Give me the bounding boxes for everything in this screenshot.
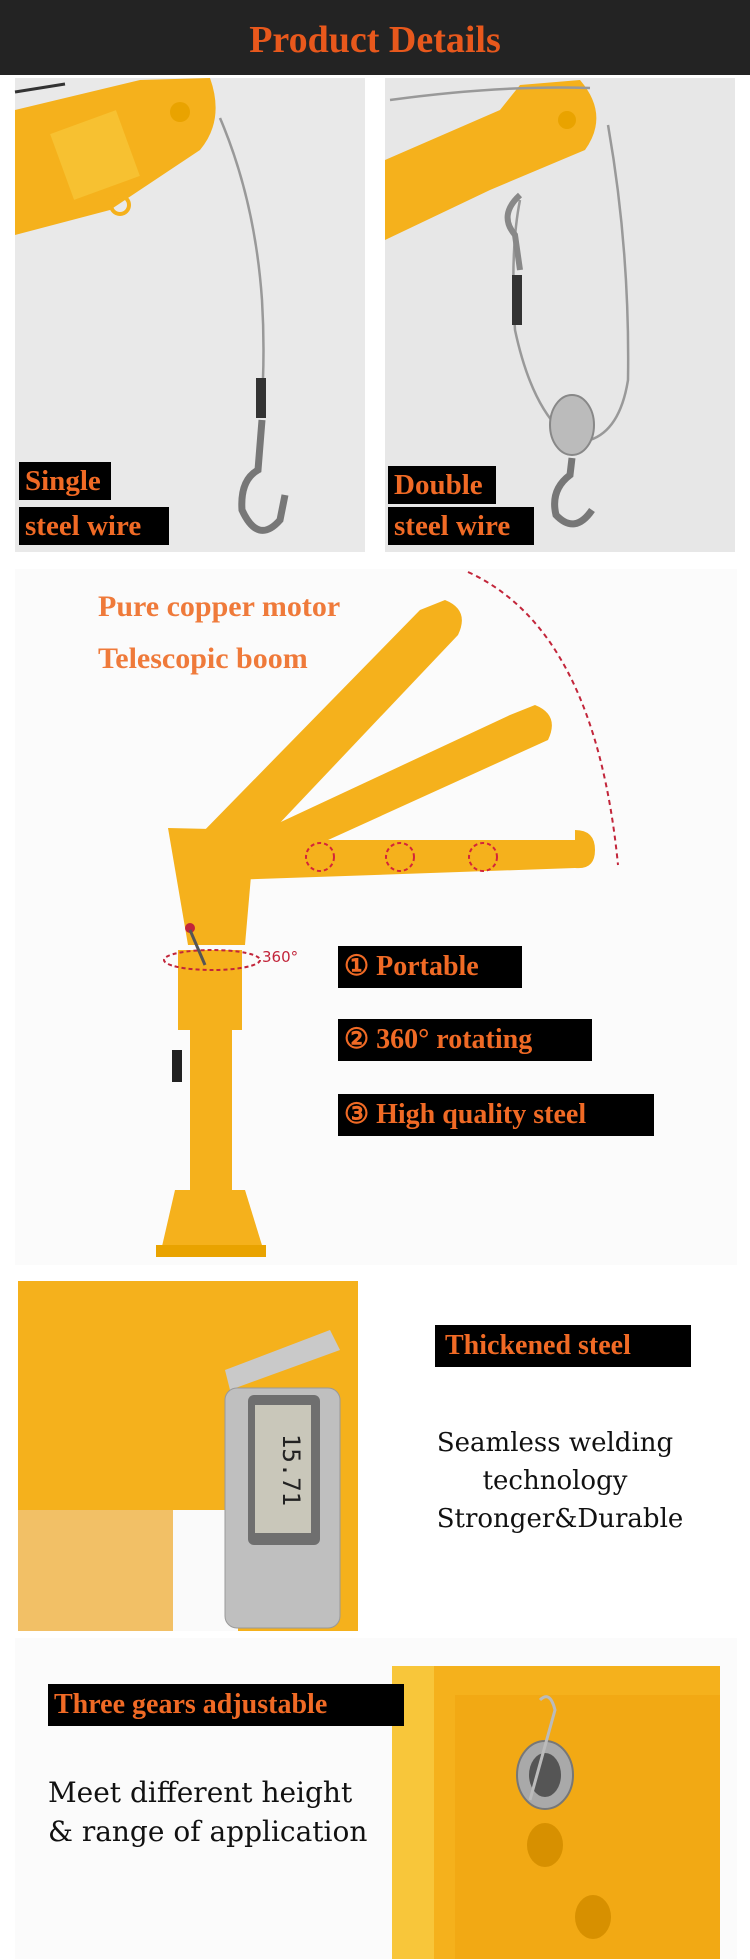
steel-text-line3: Stronger&Durable [436, 1504, 684, 1534]
header-bar [0, 0, 750, 75]
three-gears-label: Three gears adjustable [48, 1684, 404, 1726]
wire-panels-illustration [14, 78, 735, 552]
single-wire-label-line1: Single [19, 462, 111, 500]
double-wire-label-line1: Double [388, 466, 496, 504]
page-title: Product Details [249, 19, 501, 61]
double-wire-label-line2: steel wire [388, 507, 534, 545]
steel-text-line2: technology [482, 1466, 628, 1496]
gears-text-line1: Meet different height [48, 1776, 353, 1809]
crane-heading-motor: Pure copper motor [98, 590, 341, 623]
thickened-steel-label: Thickened steel [435, 1325, 691, 1367]
feature-steel: ③ High quality steel [338, 1094, 654, 1136]
feature-portable: ① Portable [338, 946, 522, 988]
feature-rotating: ② 360° rotating [338, 1019, 592, 1061]
single-wire-label-line2: steel wire [19, 507, 169, 545]
steel-text-line1: Seamless welding [436, 1428, 674, 1458]
gears-text-line2: & range of application [48, 1815, 368, 1848]
caliper-reading: 15.71 [277, 1434, 305, 1506]
rotation-label: 360° [262, 948, 299, 966]
crane-heading-boom: Telescopic boom [98, 642, 308, 675]
